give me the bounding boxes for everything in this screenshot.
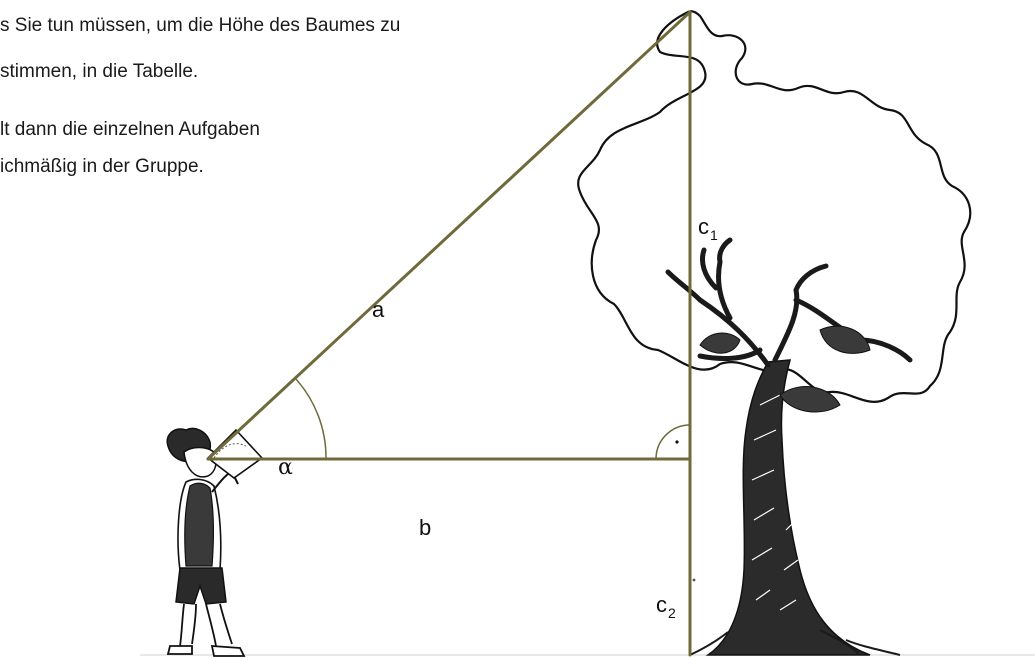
trunk-hatching xyxy=(751,394,799,611)
tree-branches xyxy=(665,237,913,368)
tree-roots xyxy=(689,629,901,656)
person-icon xyxy=(166,427,264,657)
label-b: b xyxy=(419,515,431,540)
label-c1-letter: c xyxy=(698,214,709,239)
instruction-line-3: lt dann die einzelnen Aufgaben xyxy=(0,119,260,140)
instruction-line-1: s Sie tun müssen, um die Höhe des Baumes… xyxy=(0,15,401,36)
person-shorts xyxy=(175,567,227,605)
tree-foliage-dark xyxy=(699,325,871,413)
instruction-line-4: ichmäßig in der Gruppe. xyxy=(0,156,204,177)
person-vest xyxy=(184,482,214,567)
tree-canopy xyxy=(577,10,972,403)
person-face xyxy=(183,446,217,478)
person-legs xyxy=(179,603,233,647)
label-c1: c1 xyxy=(698,214,718,243)
label-c2-sub: 2 xyxy=(668,605,676,621)
angle-alpha-arc xyxy=(294,377,327,460)
tree-icon xyxy=(577,10,972,656)
measurement-triangle xyxy=(206,10,696,657)
label-alpha: α xyxy=(278,455,293,480)
protractor-icon xyxy=(206,428,264,479)
label-c2: c2 xyxy=(656,592,676,621)
right-angle-arc xyxy=(655,424,691,460)
side-a-line xyxy=(206,10,692,461)
person-shoes xyxy=(166,645,246,657)
label-c1-sub: 1 xyxy=(710,227,718,243)
label-a: a xyxy=(372,297,385,322)
height-mark-dot xyxy=(692,578,696,582)
label-c2-letter: c xyxy=(656,592,667,617)
instruction-line-2: stimmen, in die Tabelle. xyxy=(0,61,199,82)
right-angle-dot xyxy=(675,440,679,444)
tree-trunk xyxy=(705,359,871,656)
